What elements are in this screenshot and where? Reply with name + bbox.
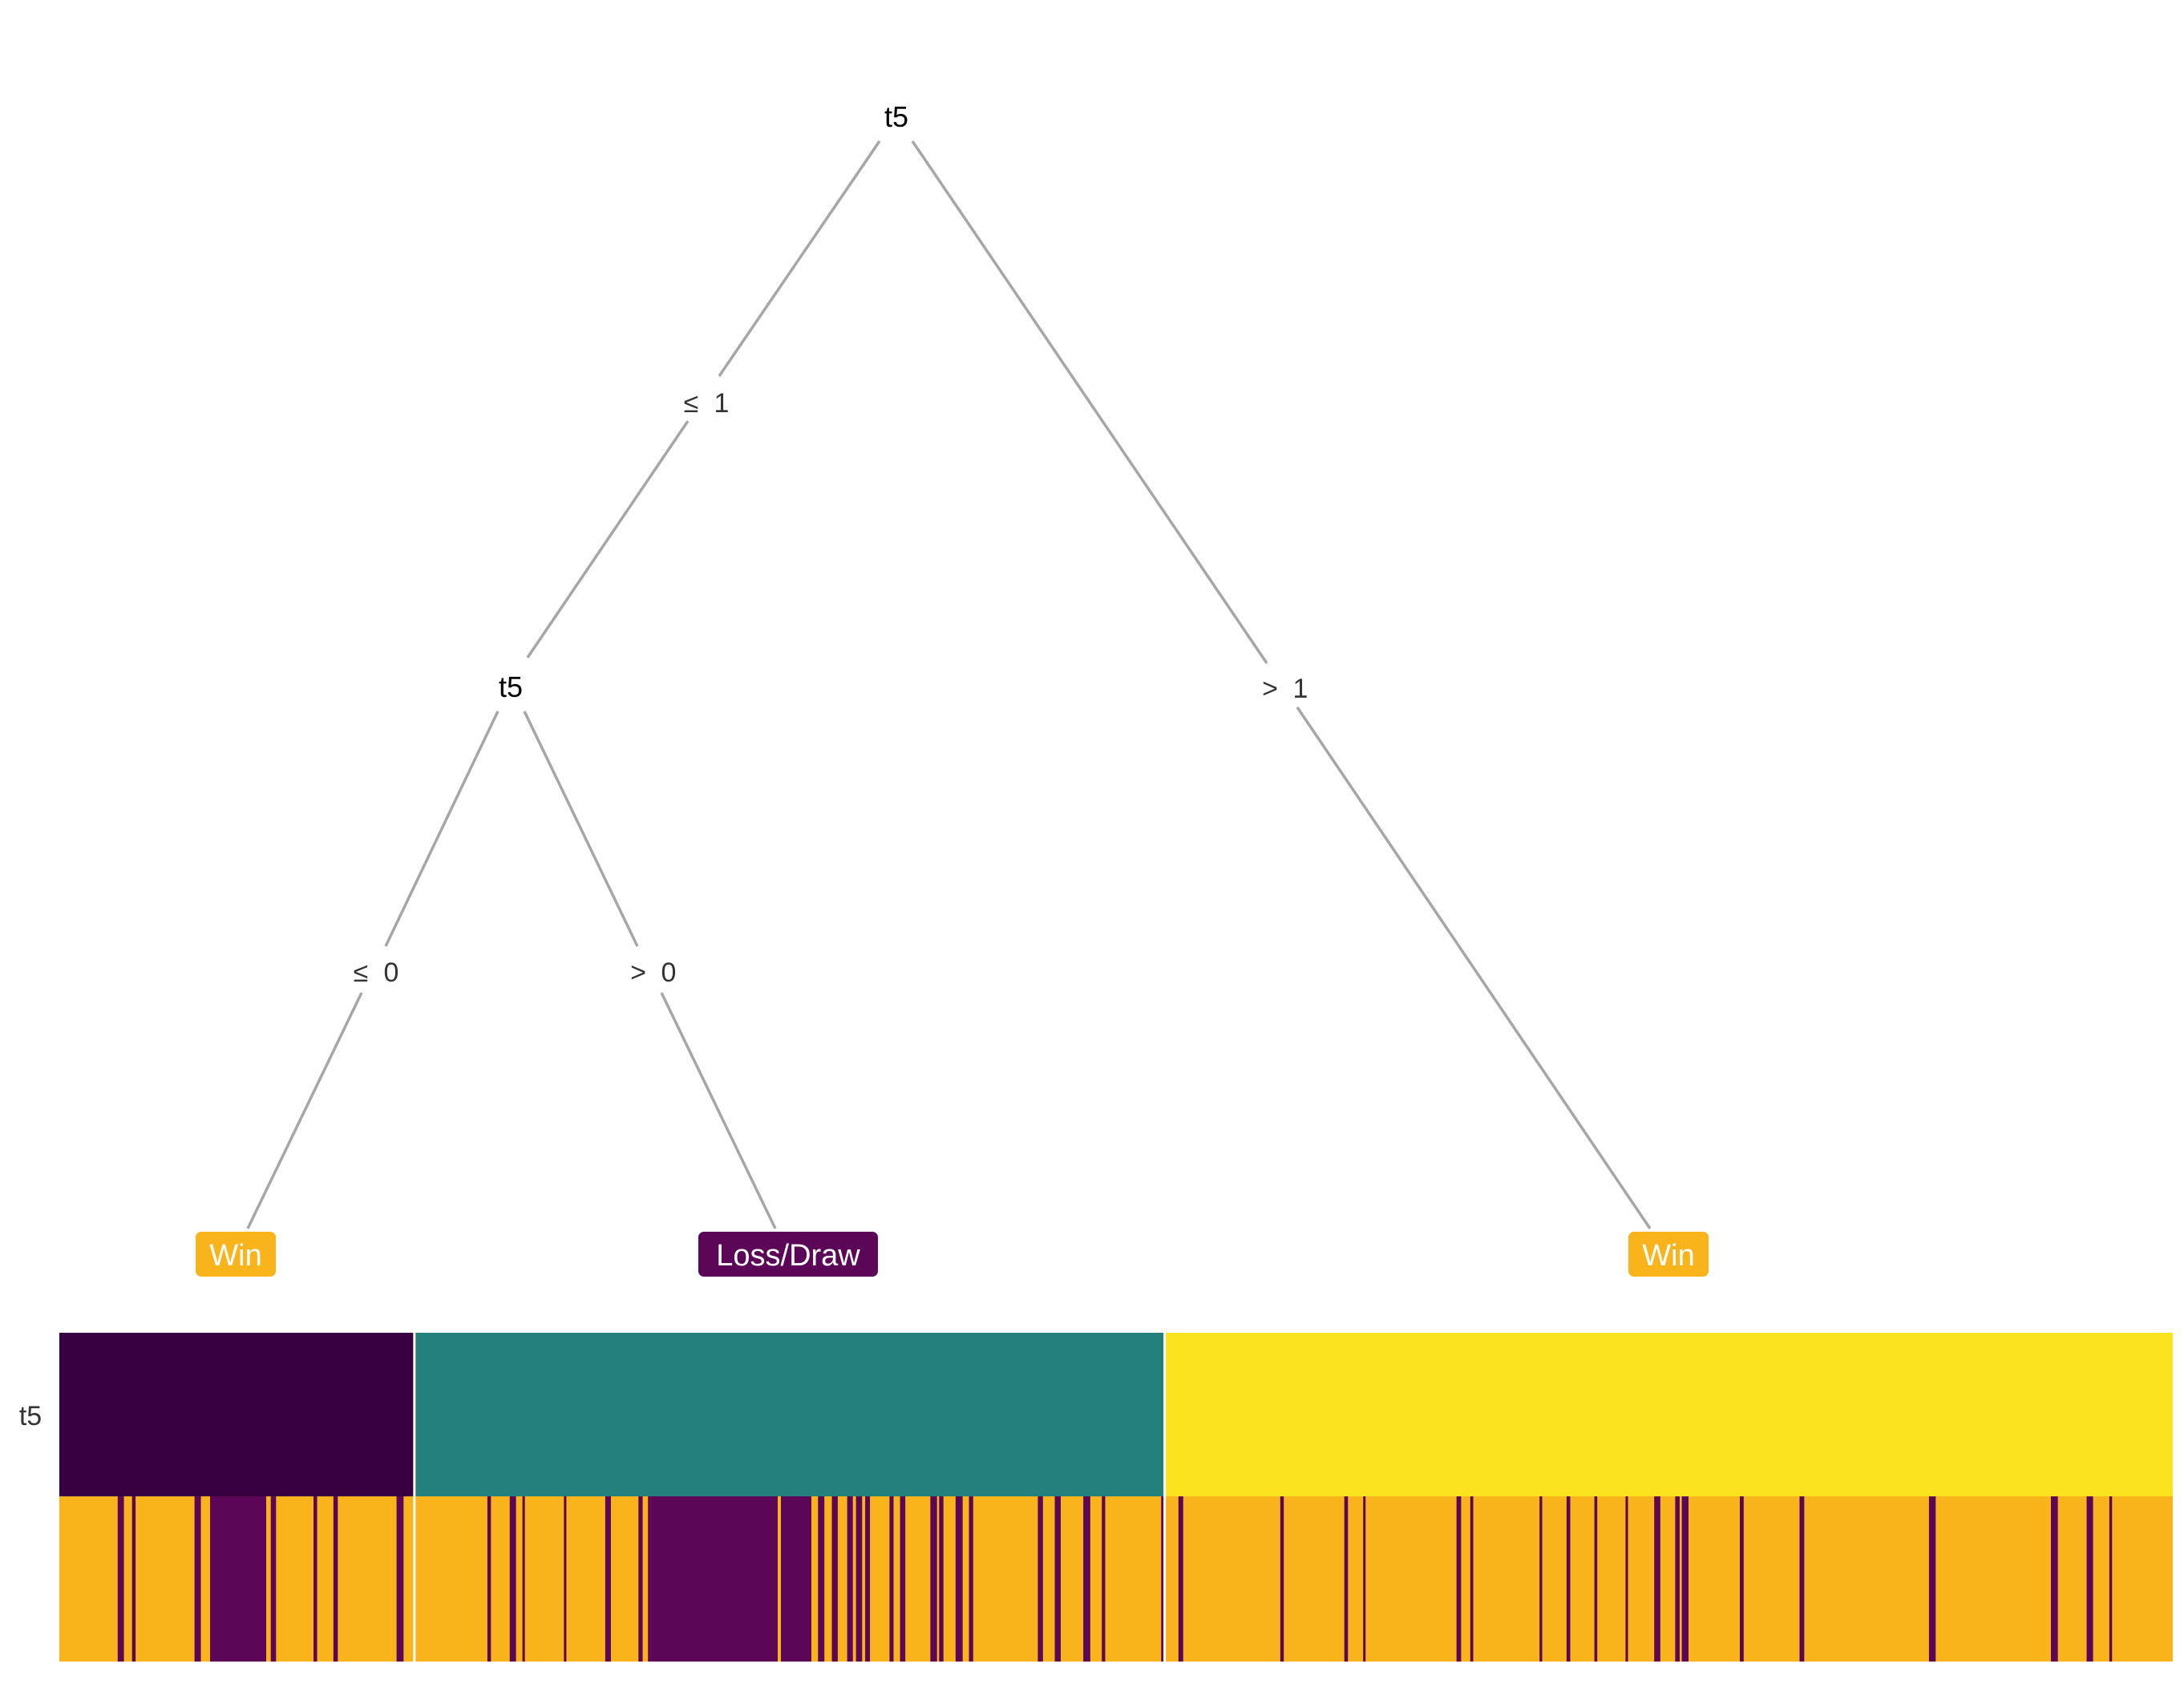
outcome-stripe (855, 1496, 863, 1662)
split-op: > (1262, 674, 1278, 704)
outcome-stripe (1456, 1496, 1462, 1662)
outcome-stripe (333, 1496, 338, 1662)
outcome-stripe (831, 1496, 838, 1662)
outcome-stripe (487, 1496, 491, 1662)
outcome-stripe (1054, 1496, 1062, 1662)
outcome-background (59, 1496, 2173, 1662)
outcome-stripe (648, 1496, 651, 1662)
edge-root-to-left-split (718, 140, 881, 377)
heatmap-outcome-row (59, 1333, 2173, 1662)
leaf-1-box (196, 1232, 276, 1277)
outcome-stripe (522, 1496, 525, 1662)
outcome-stripe (210, 1496, 266, 1662)
outcome-stripe (2109, 1496, 2113, 1662)
outcome-stripe (1161, 1496, 1165, 1662)
outcome-stripe (2086, 1496, 2093, 1662)
outcome-stripe (900, 1496, 906, 1662)
outcome-stripe (1625, 1496, 1628, 1662)
leaf-3: Win (1628, 1232, 1709, 1277)
outcome-stripe (1739, 1496, 1744, 1662)
leaf-1: Win (196, 1232, 276, 1277)
outcome-stripe (1675, 1496, 1680, 1662)
leaf-3-box (1628, 1232, 1709, 1277)
outcome-stripe (313, 1496, 317, 1662)
split-value: 0 (384, 957, 399, 988)
feature-segment-1 (414, 1333, 1165, 1496)
outcome-stripe (509, 1496, 516, 1662)
split-inner-right: > 0 (630, 957, 676, 988)
outcome-stripe (955, 1496, 963, 1662)
outcome-stripe (1928, 1496, 1936, 1662)
outcome-stripe (605, 1496, 611, 1662)
edge-inner-to-right-split (523, 710, 639, 947)
split-value: 0 (661, 957, 677, 988)
edge-left-split-to-leaf1 (246, 992, 363, 1229)
outcome-stripe (1681, 1496, 1689, 1662)
outcome-stripe (194, 1496, 201, 1662)
split-value: 1 (714, 388, 730, 419)
outcome-stripe (1799, 1496, 1805, 1662)
outcome-stripe (1654, 1496, 1660, 1662)
outcome-stripe (1280, 1496, 1284, 1662)
outcome-stripe (889, 1496, 894, 1662)
outcome-stripe (1083, 1496, 1090, 1662)
edge-inner-to-left-split (384, 710, 499, 947)
split-op: > (630, 957, 646, 988)
edge-right-split-to-leaf2 (660, 992, 777, 1229)
leaf-3-label: Win (1642, 1239, 1694, 1273)
outcome-stripe (1539, 1496, 1543, 1662)
split-op: ≤ (354, 957, 369, 988)
inner-node-label: t5 (499, 670, 523, 703)
outcome-stripe (1102, 1496, 1106, 1662)
feature-segment-0 (59, 1333, 415, 1496)
outcome-stripe (1363, 1496, 1366, 1662)
split-op: ≤ (684, 388, 699, 419)
edge-root-to-right-split (911, 140, 1268, 664)
outcome-stripe (2051, 1496, 2058, 1662)
outcome-stripe (564, 1496, 567, 1662)
heatmap-feature-label: t5 (19, 1401, 42, 1431)
outcome-stripe (651, 1496, 778, 1662)
outcome-stripe (1594, 1496, 1598, 1662)
outcome-stripe (781, 1496, 811, 1662)
leaf-2-box (698, 1232, 878, 1277)
heatmap-feature-row (59, 1333, 2173, 1496)
outcome-stripe (117, 1496, 124, 1662)
edge-left-split-to-inner (526, 420, 690, 658)
leaf-2: Loss/Draw (698, 1232, 878, 1277)
outcome-stripe (638, 1496, 643, 1662)
leaf-2-label: Loss/Draw (716, 1239, 860, 1273)
outcome-stripe (131, 1496, 136, 1662)
outcome-stripe (1566, 1496, 1571, 1662)
outcome-stripe (930, 1496, 937, 1662)
outcome-stripe (969, 1496, 973, 1662)
feature-segment-2 (1164, 1333, 2173, 1496)
edge-right-split-to-leaf3 (1296, 706, 1652, 1229)
outcome-stripe (396, 1496, 404, 1662)
outcome-stripe (939, 1496, 944, 1662)
outcome-stripe (865, 1496, 871, 1662)
outcome-stripe (1344, 1496, 1349, 1662)
outcome-stripe (270, 1496, 277, 1662)
outcome-stripe (1178, 1496, 1183, 1662)
outcome-stripe (1037, 1496, 1043, 1662)
outcome-stripe (818, 1496, 825, 1662)
split-inner-left: ≤ 0 (354, 957, 399, 988)
root-node-label: t5 (884, 100, 908, 133)
split-root-right: > 1 (1262, 674, 1308, 704)
split-value: 1 (1293, 674, 1308, 704)
leaf-1-label: Win (209, 1239, 261, 1273)
outcome-stripe (847, 1496, 853, 1662)
outcome-stripe (1470, 1496, 1474, 1662)
split-root-left: ≤ 1 (684, 388, 730, 419)
